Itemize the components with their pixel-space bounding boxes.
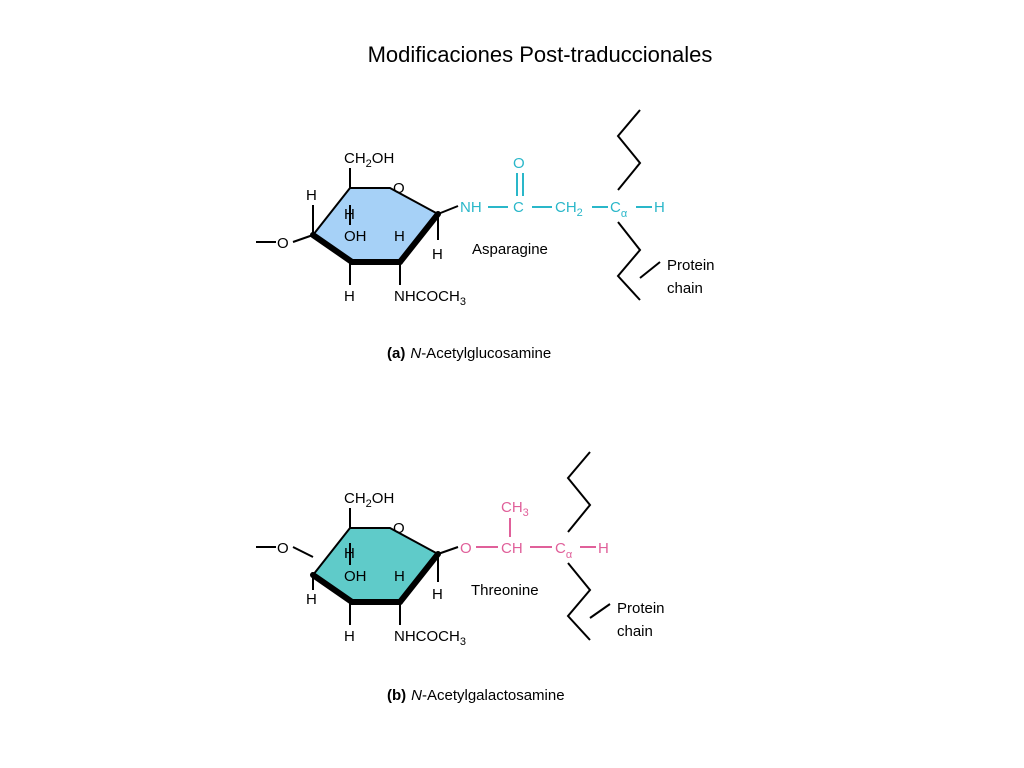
b-h-right: H (432, 586, 443, 603)
a-h-right-inner: H (394, 228, 405, 245)
b-ch2oh: CH2OH (344, 490, 394, 510)
a-h-alpha: H (654, 199, 665, 216)
b-o-link: O (277, 540, 289, 557)
b-ch3: CH3 (501, 499, 529, 519)
b-h-left: H (306, 591, 317, 608)
b-h-bottom: H (344, 628, 355, 645)
a-h-left: H (306, 187, 317, 204)
b-ring-oxygen: O (393, 520, 405, 537)
page-title: Modificaciones Post-traduccionales (367, 42, 713, 67)
a-protein-label: Protein (667, 257, 715, 274)
b-h-alpha: H (598, 540, 609, 557)
a-c-alpha: Cα (610, 199, 628, 220)
b-protein-label: Protein (617, 600, 665, 617)
a-caption: (a)N-Acetylglucosamine (387, 345, 551, 362)
b-h-mid: H (344, 545, 355, 562)
a-h-right: H (432, 246, 443, 263)
b-o-thr: O (460, 540, 472, 557)
a-ch2oh: CH2OH (344, 150, 394, 170)
panel-a-n-acetylglucosamine: CH2OH O H H OH H H H NHCOCH3 O NH C O CH… (256, 109, 715, 362)
a-carbonyl-o: O (513, 155, 525, 172)
b-nhcoch3: NHCOCH3 (394, 628, 466, 648)
a-chain-label: chain (667, 280, 703, 297)
a-oh: OH (344, 228, 367, 245)
b-chain-label: chain (617, 623, 653, 640)
b-c-alpha: Cα (555, 540, 573, 561)
b-h-right-inner: H (394, 568, 405, 585)
a-ch2: CH2 (555, 199, 583, 219)
a-o-link: O (277, 235, 289, 252)
a-ring-oxygen: O (393, 180, 405, 197)
a-nhcoch3: NHCOCH3 (394, 288, 466, 308)
panel-b-n-acetylgalactosamine: CH2OH O H OH H H H H NHCOCH3 O O CH CH3 … (256, 451, 665, 704)
b-ch: CH (501, 540, 523, 557)
b-residue-label: Threonine (471, 582, 539, 599)
a-nh: NH (460, 199, 482, 216)
a-h-mid: H (344, 206, 355, 223)
a-c: C (513, 199, 524, 216)
a-h-bottom: H (344, 288, 355, 305)
a-residue-label: Asparagine (472, 241, 548, 258)
b-caption: (b)N-Acetylgalactosamine (387, 687, 565, 704)
b-oh: OH (344, 568, 367, 585)
